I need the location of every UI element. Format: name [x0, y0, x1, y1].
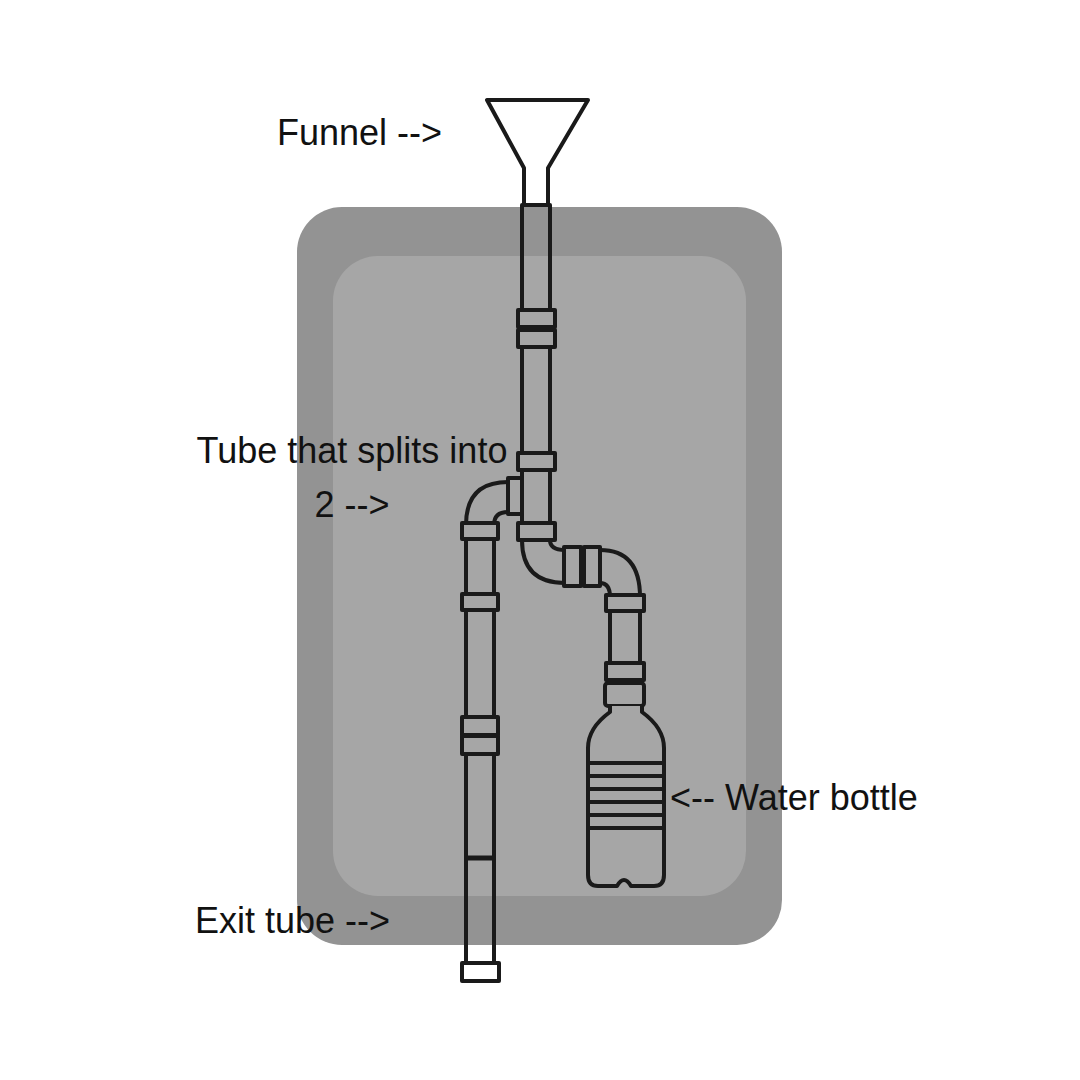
pipes [462, 100, 664, 981]
elbow [466, 482, 508, 525]
bottle-stripe [588, 826, 664, 830]
callout-label: Exit tube --> [195, 894, 390, 948]
coupling [518, 523, 555, 540]
tee-fitting [508, 478, 522, 514]
callout-label: Tube that splits into 2 --> [192, 424, 512, 532]
bottle-stripe [588, 813, 664, 817]
coupling [518, 330, 555, 347]
main-tube [522, 205, 550, 540]
water-bottle [588, 706, 664, 886]
end-cap [462, 963, 499, 981]
coupling [462, 594, 498, 610]
coupling [462, 717, 498, 735]
elbow [600, 550, 640, 597]
callout-label: <-- Water bottle [670, 771, 918, 825]
bottle-stripe [588, 761, 664, 765]
coupling [606, 595, 644, 611]
tube-joint [466, 856, 494, 861]
coupling [584, 547, 600, 586]
coupling [462, 736, 498, 754]
coupling [462, 523, 498, 539]
bottle-stripe [588, 800, 664, 804]
bottle-stripe [588, 774, 664, 778]
container-outer [297, 207, 782, 945]
bottle-stripe [588, 787, 664, 791]
coupling [606, 663, 644, 680]
funnel [487, 100, 588, 205]
coupling [518, 453, 555, 470]
bottle-cap [605, 683, 644, 706]
elbow [522, 540, 565, 583]
coupling [564, 547, 581, 586]
callout-label: Funnel --> [277, 106, 442, 160]
coupling [518, 310, 555, 327]
